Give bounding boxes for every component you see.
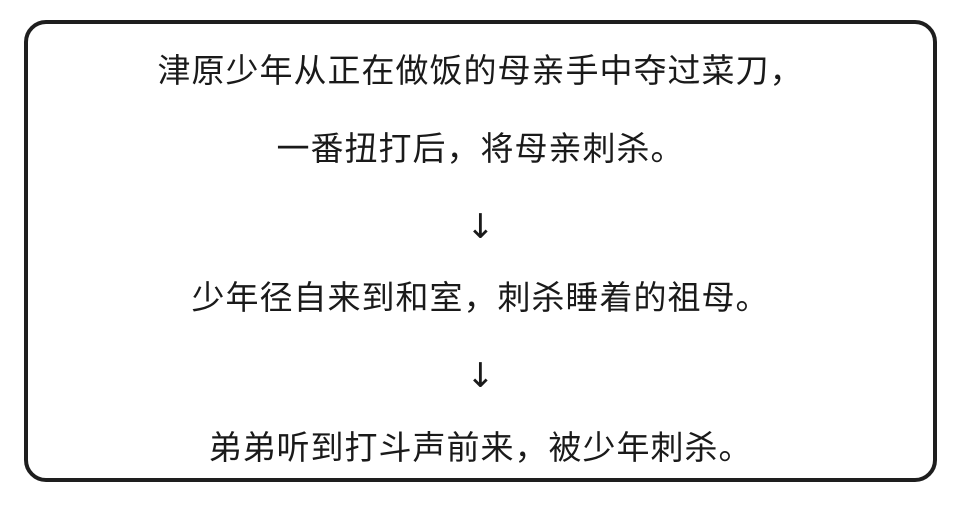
flow-box: 津原少年从正在做饭的母亲手中夺过菜刀， 一番扭打后，将母亲刺杀。 ↓ 少年径自来…: [24, 20, 937, 482]
down-arrow-icon: ↓: [466, 207, 495, 247]
step-1-line-2: 一番扭打后，将母亲刺杀。: [276, 129, 685, 168]
down-arrow-icon: ↓: [466, 356, 495, 396]
step-1-line-1: 津原少年从正在做饭的母亲手中夺过菜刀，: [157, 51, 804, 90]
step-2-line-1: 少年径自来到和室，刺杀睡着的祖母。: [191, 278, 770, 317]
step-3-line-1: 弟弟听到打斗声前来，被少年刺杀。: [208, 428, 753, 467]
